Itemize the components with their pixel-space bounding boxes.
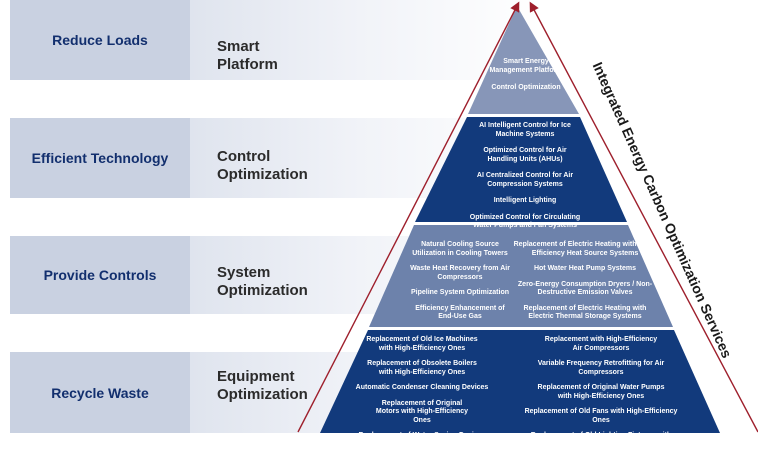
tier-bottom xyxy=(320,330,720,433)
tier-item: Replacement of Original Motors with High… xyxy=(375,399,469,424)
tier-third xyxy=(369,225,673,327)
tier-item: Replacement of Old Lighting Fixtures wit… xyxy=(530,432,672,448)
goal-box: Provide Controls xyxy=(10,236,190,314)
right-arrow xyxy=(529,1,758,433)
goal-label: Reduce Loads xyxy=(52,32,148,48)
pyramid-graphic xyxy=(297,1,758,433)
tier-item: Waste Heat Recovery from Air Compressors xyxy=(410,265,510,281)
tier-item: Pipeline System Optimization xyxy=(410,289,510,296)
tier-item: Optimized Control for Air Handling Units… xyxy=(483,147,567,163)
tier-item: Variable Frequency Retrofitting for Air … xyxy=(537,360,665,376)
tier-bottom-left: Replacement of Old Ice Machines with Hig… xyxy=(352,336,492,441)
tier-item: Replacement of Old Fans with High-Effici… xyxy=(524,408,678,424)
tier-item: AI Intelligent Control for Ice Machine S… xyxy=(479,122,571,138)
tier-item: Automatic Condenser Cleaning Devices xyxy=(355,384,489,391)
tier-top xyxy=(468,6,579,114)
tier-item: Optimized Control for Circulating Water … xyxy=(469,213,581,230)
tier-item: Replacement of Obsolete Boilers with Hig… xyxy=(367,360,477,376)
tier-second-text: AI Intelligent Control for Ice Machine S… xyxy=(455,122,595,231)
goal-box: Efficient Technology xyxy=(10,118,190,198)
tier-item: Replacement of Water-Saving Devices xyxy=(358,432,486,439)
goal-label: Recycle Waste xyxy=(51,384,149,401)
tier-item: Smart Energy Management Platform xyxy=(489,58,563,74)
tier-item: AI Centralized Control for Air Compressi… xyxy=(476,172,574,188)
tier-item: Replacement with High-Efficiency Air Com… xyxy=(544,336,658,352)
goal-label: Efficient Technology xyxy=(31,150,169,166)
tier-second xyxy=(415,117,627,222)
left-arrow xyxy=(297,1,520,433)
tier-item: Replacement of Electric Heating with Hig… xyxy=(513,241,657,257)
tier-third-right: Replacement of Electric Heating with Hig… xyxy=(510,241,660,322)
tier-item: Control Optimization xyxy=(491,84,561,91)
tier-item: Replacement of Old Ice Machines with Hig… xyxy=(366,336,478,352)
tier-top-text: Smart Energy Management Platform Control… xyxy=(486,58,566,99)
tier-item: Efficiency Enhancement of End-Use Gas xyxy=(415,304,505,321)
tier-item: Replacement of Original Water Pumps with… xyxy=(537,384,665,400)
goal-box: Reduce Loads xyxy=(10,0,190,80)
tier-item: Hot Water Heat Pump Systems xyxy=(533,265,637,272)
tier-item: Zero-Energy Consumption Dryers / Non-Des… xyxy=(517,280,653,297)
tier-item: Replacement of Electric Heating with Ele… xyxy=(523,304,647,321)
goal-box: Recycle Waste xyxy=(10,352,190,433)
tier-third-left: Natural Cooling Source Utilization in Co… xyxy=(398,241,522,322)
goal-label: Provide Controls xyxy=(43,267,157,283)
tier-item: Intelligent Lighting xyxy=(493,197,557,204)
tier-bottom-right: Replacement with High-Efficiency Air Com… xyxy=(516,336,686,449)
tier-item: Natural Cooling Source Utilization in Co… xyxy=(412,241,508,257)
